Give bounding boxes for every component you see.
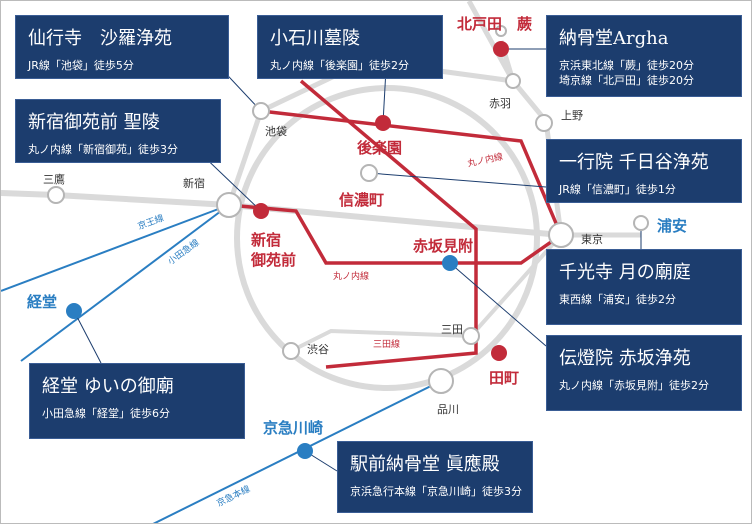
facility-box-ichigyoin[interactable]: 一行院 千日谷浄苑 JR線「信濃町」徒歩1分 <box>546 139 742 203</box>
warabi-label: 蕨 <box>517 15 533 33</box>
ueno-label: 上野 <box>561 109 583 122</box>
facility-box-argha[interactable]: 納骨堂Argha 京浜東北線「蕨」徒歩20分 埼京線「北戸田」徒歩20分 <box>546 15 742 97</box>
leader-akasaka <box>449 262 547 347</box>
facility-access: 丸ノ内線「赤坂見附」徒歩2分 <box>559 379 709 392</box>
kitatoda-station-marker <box>495 25 507 37</box>
saikyo-line <box>466 1 516 83</box>
facility-access: JR線「池袋」徒歩5分 <box>28 59 134 72</box>
facility-box-senkoji-urayasu[interactable]: 千光寺 月の廟庭 東西線「浦安」徒歩2分 <box>546 249 742 325</box>
odakyu-line <box>20 204 230 362</box>
facility-name: 小石川墓陵 <box>270 28 360 49</box>
shibuya-label: 渋谷 <box>307 343 329 356</box>
shinjukugyoen-station-marker <box>253 203 269 219</box>
facility-access: 丸ノ内線「後楽園」徒歩2分 <box>270 59 409 72</box>
mita-station-marker <box>462 327 480 345</box>
tamachi-label: 田町 <box>489 369 520 387</box>
keikyu-line <box>152 380 442 523</box>
tokyo-label: 東京 <box>581 233 603 246</box>
leader-kyodo <box>73 310 102 364</box>
shinagawa-station-marker <box>428 368 454 394</box>
ikebukuro-station-marker <box>252 102 270 120</box>
shibuya-station-marker <box>282 342 300 360</box>
leader-shinanomachi <box>368 172 547 188</box>
keio-line <box>1 204 230 292</box>
facility-access: 京浜東北線「蕨」徒歩20分 <box>559 59 694 72</box>
facility-name: 経堂 ゆいの御廟 <box>42 376 174 397</box>
facility-access: 東西線「浦安」徒歩2分 <box>559 293 676 306</box>
tokyo-station-marker <box>548 222 574 248</box>
mitaka-label: 三鷹 <box>43 173 65 186</box>
facility-access: 丸ノ内線「新宿御苑」徒歩3分 <box>28 143 178 156</box>
facility-access: JR線「信濃町」徒歩1分 <box>559 183 676 196</box>
facility-name: 仙行寺 沙羅浄苑 <box>28 28 172 49</box>
akasakamitsuke-station-marker <box>442 255 458 271</box>
shinjuku-station-marker <box>216 192 242 218</box>
yamanote-loop-line <box>234 85 540 391</box>
mitaka-station-marker <box>47 186 65 204</box>
mita-label: 三田 <box>441 323 463 336</box>
akabane-label: 赤羽 <box>489 97 511 110</box>
mita-line-label: 三田線 <box>373 340 401 350</box>
tamachi-station-marker <box>491 345 507 361</box>
facility-box-senkoji[interactable]: 仙行寺 沙羅浄苑 JR線「池袋」徒歩5分 <box>15 15 229 79</box>
facility-box-kyodo[interactable]: 経堂 ゆいの御廟 小田急線「経堂」徒歩6分 <box>29 363 245 439</box>
facility-name: 新宿御苑前 聖陵 <box>28 112 160 133</box>
shinanomachi-station-marker <box>360 164 378 182</box>
shinagawa-label: 品川 <box>437 403 459 416</box>
ueno-station-marker <box>535 114 553 132</box>
shinanomachi-label: 信濃町 <box>339 191 385 209</box>
urayasu-label: 浦安 <box>657 217 688 235</box>
south-jr-line <box>290 233 563 353</box>
keikyukawasaki-label: 京急川崎 <box>263 419 324 437</box>
mita-line <box>299 79 478 369</box>
shinjukugyoen-label-1: 新宿 <box>251 231 282 249</box>
facility-box-koishikawa[interactable]: 小石川墓陵 丸ノ内線「後楽園」徒歩2分 <box>257 15 443 79</box>
marunouchi-bottom-label: 丸ノ内線 <box>333 272 370 282</box>
shinjukugyoen-label-2: 御苑前 <box>251 251 297 269</box>
kitatoda-label: 北戸田 <box>457 15 503 33</box>
facility-name: 一行院 千日谷浄苑 <box>559 152 709 173</box>
facility-box-shinnoden[interactable]: 駅前納骨堂 眞應殿 京浜急行本線「京急川崎」徒歩3分 <box>337 441 533 513</box>
facility-access: 京浜急行本線「京急川崎」徒歩3分 <box>350 485 522 498</box>
facility-access: 小田急線「経堂」徒歩6分 <box>42 407 170 420</box>
akasakamitsuke-label: 赤坂見附 <box>413 237 474 255</box>
warabi-station-marker <box>493 41 509 57</box>
facility-name: 駅前納骨堂 眞應殿 <box>350 454 500 475</box>
urayasu-station-marker <box>633 215 649 231</box>
chuo-line <box>1 190 562 238</box>
kyodo-label: 経堂 <box>27 293 58 311</box>
facility-box-dentoin[interactable]: 伝燈院 赤坂浄苑 丸ノ内線「赤坂見附」徒歩2分 <box>546 335 742 411</box>
facility-access: 埼京線「北戸田」徒歩20分 <box>559 74 694 87</box>
ikebukuro-label: 池袋 <box>265 125 287 138</box>
kyodo-station-marker <box>66 303 82 319</box>
facility-box-gyoen-seiryo[interactable]: 新宿御苑前 聖陵 丸ノ内線「新宿御苑」徒歩3分 <box>15 99 221 163</box>
facility-name: 千光寺 月の廟庭 <box>559 262 691 283</box>
marunouchi-south-segment <box>228 203 563 265</box>
korakuen-station-marker <box>375 115 391 131</box>
akabane-station-marker <box>505 73 521 89</box>
facility-name: 納骨堂Argha <box>559 28 669 49</box>
shinjuku-label: 新宿 <box>183 177 205 190</box>
facility-name: 伝燈院 赤坂浄苑 <box>559 348 691 369</box>
korakuen-label: 後楽園 <box>357 139 403 157</box>
keikyukawasaki-station-marker <box>297 443 313 459</box>
